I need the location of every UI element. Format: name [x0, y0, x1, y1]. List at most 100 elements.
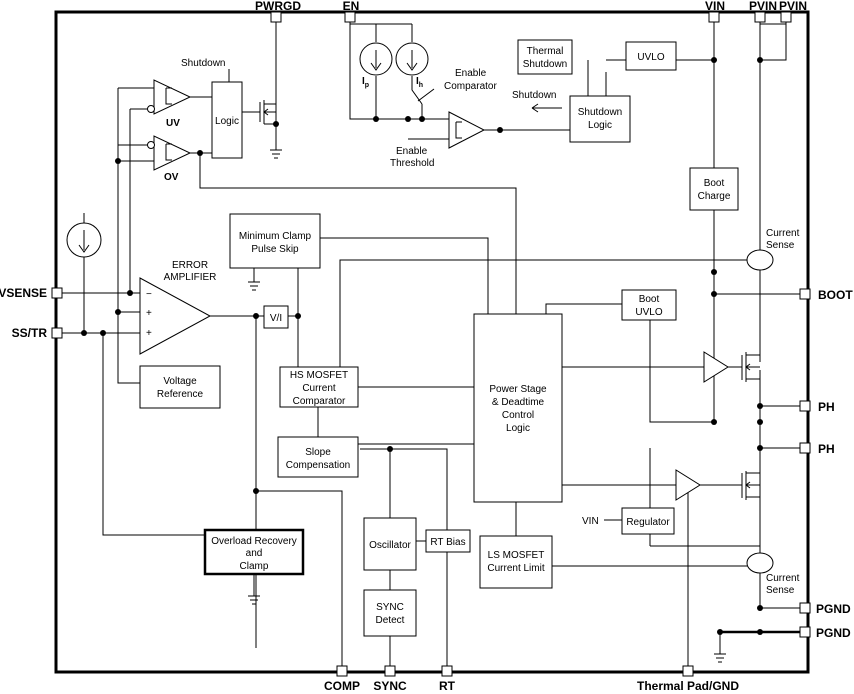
shutdown-label: Shutdown [181, 58, 225, 69]
uvlo-block [625, 41, 677, 71]
ov-comparator [147, 135, 192, 171]
pin-pgnd-2: PGND [816, 626, 851, 640]
regulator-vin-label: VIN [582, 516, 599, 527]
pin-sync: SYNC [373, 679, 407, 693]
svg-text:Clamp: Clamp [240, 561, 269, 572]
svg-text:UVLO: UVLO [637, 52, 664, 63]
pin-sstr: SS/TR [12, 326, 48, 340]
hs-gate-driver [703, 351, 729, 383]
pwrgd-mosfet [259, 100, 276, 125]
svg-text:Regulator: Regulator [626, 517, 670, 528]
pin-boot: BOOT [818, 288, 853, 302]
current-source-ip [359, 42, 393, 76]
junction-dots [81, 57, 763, 635]
overload-recovery-block [203, 528, 305, 576]
svg-text:Comparator: Comparator [444, 81, 497, 92]
svg-text:SYNC: SYNC [376, 602, 404, 613]
svg-text:Threshold: Threshold [390, 158, 434, 169]
svg-text:UVLO: UVLO [635, 307, 662, 318]
uv-comparator [147, 79, 192, 115]
slope-compensation-block [277, 436, 359, 478]
ls-gate-driver [675, 469, 701, 501]
pin-vsense: VSENSE [0, 286, 47, 300]
svg-text:RT Bias: RT Bias [430, 537, 465, 548]
svg-text:Logic: Logic [588, 120, 612, 131]
pin-ph-2: PH [818, 442, 835, 456]
svg-text:Boot: Boot [704, 178, 725, 189]
svg-text:Pulse Skip: Pulse Skip [251, 244, 299, 255]
current-sense-hs-label: Current [766, 228, 800, 239]
pin-thermal-pad: Thermal Pad/GND [637, 679, 739, 693]
ls-mosfet [741, 471, 760, 500]
pin-vin: VIN [705, 0, 725, 13]
pin-pgnd-1: PGND [816, 602, 851, 616]
svg-text:& Deadtime: & Deadtime [492, 397, 545, 408]
power-stage-block [473, 313, 563, 503]
oscillator-block [363, 517, 417, 571]
rt-bias-block [425, 529, 471, 553]
ip-label: Ip [362, 76, 369, 89]
ground-symbols [248, 149, 726, 663]
svg-text:and: and [246, 548, 263, 559]
svg-text:Detect: Detect [376, 615, 405, 626]
wiring [62, 12, 800, 666]
svg-text:V/I: V/I [270, 313, 282, 324]
pin-rt: RT [439, 679, 456, 693]
vi-block [263, 305, 289, 329]
min-clamp-block [229, 213, 321, 269]
ls-current-limit-block [479, 535, 553, 589]
shutdown-arrow-icon [531, 103, 539, 113]
ih-label: Ih [416, 76, 423, 89]
svg-text:Shutdown: Shutdown [578, 107, 622, 118]
pin-comp: COMP [324, 679, 360, 693]
boot-charge-block [689, 167, 739, 211]
shutdown-arrow-label: Shutdown [512, 90, 556, 101]
logic-block [211, 81, 243, 159]
current-sense-hs [746, 249, 774, 271]
svg-text:Thermal: Thermal [527, 46, 564, 57]
hs-comparator-block [279, 366, 359, 408]
svg-text:Boot: Boot [639, 294, 660, 305]
pin-pvin-2: PVIN [779, 0, 807, 13]
svg-text:Slope: Slope [305, 447, 331, 458]
pin-ph-1: PH [818, 400, 835, 414]
uv-label: UV [166, 118, 180, 129]
enable-comparator-label: Enable [455, 68, 487, 79]
error-amp-minus: − [146, 289, 152, 300]
current-sense-ls [746, 552, 774, 574]
svg-text:Overload Recovery: Overload Recovery [211, 536, 297, 547]
hs-mosfet [741, 352, 760, 382]
sync-detect-block [363, 589, 417, 637]
voltage-reference-block [139, 365, 221, 409]
svg-text:HS MOSFET: HS MOSFET [290, 370, 348, 381]
svg-text:Shutdown: Shutdown [523, 59, 567, 70]
error-amplifier-label: ERROR [172, 260, 208, 271]
ov-label: OV [164, 172, 179, 183]
svg-text:Oscillator: Oscillator [369, 540, 411, 551]
current-sense-ls-label: Current [766, 573, 800, 584]
error-amp-plus-2: + [146, 328, 152, 339]
svg-text:LS MOSFET: LS MOSFET [488, 550, 545, 561]
svg-text:Reference: Reference [157, 389, 204, 400]
current-source-ss [66, 213, 102, 264]
error-amp-plus-1: + [146, 308, 152, 319]
svg-text:Power Stage: Power Stage [489, 384, 547, 395]
regulator-block [621, 507, 675, 535]
pin-squares [51, 11, 811, 677]
svg-text:Compensation: Compensation [286, 460, 350, 471]
boot-uvlo-block [621, 289, 677, 321]
error-amplifier [139, 277, 212, 355]
shutdown-logic-block [569, 95, 631, 143]
pin-pvin-1: PVIN [749, 0, 777, 13]
svg-text:Voltage: Voltage [163, 376, 197, 387]
chip-outline [54, 10, 810, 674]
svg-text:Minimum Clamp: Minimum Clamp [239, 231, 312, 242]
svg-text:Sense: Sense [766, 240, 795, 251]
svg-text:AMPLIFIER: AMPLIFIER [164, 272, 217, 283]
svg-text:Current: Current [302, 383, 336, 394]
pin-en: EN [343, 0, 360, 13]
enable-threshold-label: Enable [396, 146, 428, 157]
thermal-shutdown-block [517, 39, 573, 75]
svg-text:Comparator: Comparator [293, 396, 346, 407]
